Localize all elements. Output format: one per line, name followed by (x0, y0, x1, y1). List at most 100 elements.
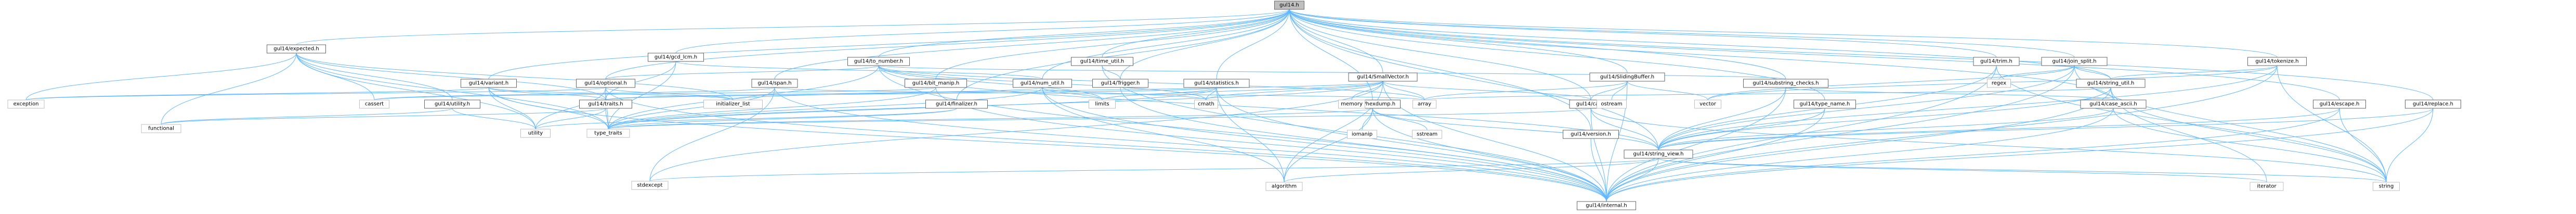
edge-gul14-to-to_number (878, 9, 1290, 58)
node-trim[interactable]: gul14/trim.h (1973, 57, 2020, 66)
node-label-gcd_lcm: gul14/gcd_lcm.h (655, 55, 697, 60)
edge-string_view-to-internal (1606, 158, 1659, 202)
node-to_number[interactable]: gul14/to_number.h (847, 57, 910, 66)
node-string_view[interactable]: gul14/string_view.h (1624, 149, 1693, 159)
node-smallvector[interactable]: gul14/SmallVector.h (1348, 72, 1418, 82)
edge-join_split-to-internal (1606, 65, 2075, 202)
edge-expected-to-type_traits (296, 53, 609, 130)
node-box-exception (7, 99, 45, 109)
edge-gul14-to-case_ascii (1289, 9, 2114, 100)
node-label-internal: gul14/internal.h (1586, 203, 1627, 209)
node-box-regex (1987, 79, 2011, 88)
edge-bit_manip-to-type_traits (608, 87, 936, 130)
edge-escape-to-internal (1606, 108, 2340, 202)
node-escape[interactable]: gul14/escape.h (2313, 99, 2366, 109)
node-box-finalizer (925, 99, 988, 109)
node-statistics[interactable]: gul14/statistics.h (1183, 79, 1250, 88)
node-box-ostream (1597, 99, 1627, 109)
edge-variant-to-utility_std (488, 87, 536, 130)
node-box-span (751, 79, 798, 88)
node-ostream: ostream (1597, 99, 1627, 109)
edge-smallvector-to-initializer_list (733, 81, 1383, 100)
node-label-string_view: gul14/string_view.h (1633, 152, 1684, 157)
node-label-num_util: gul14/num_util.h (1021, 81, 1064, 86)
edge-gul14-to-bit_manip (935, 9, 1290, 80)
edge-span-to-cassert (374, 87, 775, 100)
edge-expected-to-utility (296, 53, 453, 100)
edge-traits-to-utility_std (535, 108, 606, 130)
node-slidingbuffer[interactable]: gul14/SlidingBuffer.h (1589, 72, 1665, 82)
edge-cat-to-string_view (1590, 108, 1659, 150)
node-case_ascii[interactable]: gul14/case_ascii.h (2080, 99, 2147, 109)
node-bit_manip[interactable]: gul14/bit_manip.h (905, 79, 967, 88)
edge-tokenize-to-internal (1606, 65, 2278, 202)
edge-gul14-to-trim (1289, 9, 1997, 58)
node-label-functional: functional (148, 126, 174, 132)
edge-to_number-to-optional (605, 65, 879, 80)
node-gcd_lcm[interactable]: gul14/gcd_lcm.h (648, 53, 704, 62)
node-box-trim (1973, 57, 2020, 66)
edge-gul14-to-finalizer (956, 9, 1290, 100)
edge-string_util-to-array (1424, 87, 2111, 100)
node-trigger[interactable]: gul14/Trigger.h (1092, 79, 1148, 88)
edge-statistics-to-algorithm (1216, 87, 1285, 183)
edge-smallvector-to-cmath (1206, 81, 1383, 100)
edge-bit_manip-to-cassert (374, 87, 936, 100)
node-box-smallvector (1348, 72, 1418, 82)
node-utility[interactable]: gul14/utility.h (424, 99, 480, 109)
node-box-memory (1338, 99, 1365, 109)
node-box-num_util (1013, 79, 1072, 88)
node-box-utility_std (520, 129, 551, 138)
node-box-variant (461, 79, 517, 88)
node-label-trim: gul14/trim.h (1980, 59, 2012, 65)
node-sstream: sstream (1412, 130, 1442, 139)
node-span[interactable]: gul14/span.h (751, 79, 798, 88)
node-box-version (1563, 130, 1619, 139)
edge-expected-to-functional (161, 53, 297, 125)
node-tokenize[interactable]: gul14/tokenize.h (2247, 57, 2307, 66)
node-label-escape: gul14/escape.h (2320, 102, 2360, 107)
node-cassert: cassert (359, 99, 389, 109)
node-variant[interactable]: gul14/variant.h (461, 79, 517, 88)
node-expected[interactable]: gul14/expected.h (267, 44, 326, 54)
node-type_name[interactable]: gul14/type_name.h (1794, 99, 1856, 109)
node-gul14[interactable]: gul14.h (1274, 1, 1304, 10)
node-type_traits: type_traits (586, 129, 630, 138)
node-replace[interactable]: gul14/replace.h (2405, 99, 2461, 109)
edge-statistics-to-internal (1216, 87, 1607, 202)
node-traits[interactable]: gul14/traits.h (579, 99, 632, 109)
edge-version-to-internal (1590, 138, 1607, 202)
edge-gcd_lcm-to-num_util (675, 61, 1043, 80)
node-cmath: cmath (1194, 99, 1218, 109)
node-box-bit_manip (905, 79, 967, 88)
edge-gul14-to-escape (1289, 9, 2340, 100)
node-label-exception: exception (14, 102, 39, 107)
node-string_util[interactable]: gul14/string_util.h (2076, 79, 2146, 88)
node-label-span: gul14/span.h (757, 81, 791, 86)
edge-gul14-to-trigger (1120, 9, 1290, 80)
edge-span-to-internal (774, 87, 1607, 202)
edge-span-to-stdexcept (649, 87, 775, 182)
node-finalizer[interactable]: gul14/finalizer.h (925, 99, 988, 109)
node-version[interactable]: gul14/version.h (1563, 130, 1619, 139)
node-label-expected: gul14/expected.h (273, 46, 319, 52)
edge-smallvector-to-type_traits (608, 81, 1383, 130)
node-box-string (2373, 182, 2400, 191)
node-label-stdexcept: stdexcept (637, 183, 662, 188)
edge-utility-to-utility_std (452, 108, 536, 130)
edge-span-to-array (774, 87, 1425, 100)
node-box-replace (2405, 99, 2461, 109)
node-join_split[interactable]: gul14/join_split.h (2041, 57, 2108, 66)
node-optional[interactable]: gul14/optional.h (576, 79, 635, 88)
node-label-hexdump: gul14/hexdump.h (1350, 102, 1395, 107)
edge-to_number-to-string_view (878, 65, 1659, 150)
edge-statistics-to-traits (605, 87, 1217, 100)
edge-variant-to-exception (25, 87, 489, 100)
edge-gul14-to-statistics (1216, 9, 1290, 80)
node-time_util[interactable]: gul14/time_util.h (1071, 57, 1133, 66)
node-num_util[interactable]: gul14/num_util.h (1013, 79, 1072, 88)
node-substring_checks[interactable]: gul14/substring_checks.h (1743, 79, 1828, 88)
edge-string_view-to-string (1658, 158, 2387, 183)
node-iomanip: iomanip (1347, 130, 1377, 139)
node-internal[interactable]: gul14/internal.h (1577, 201, 1636, 210)
